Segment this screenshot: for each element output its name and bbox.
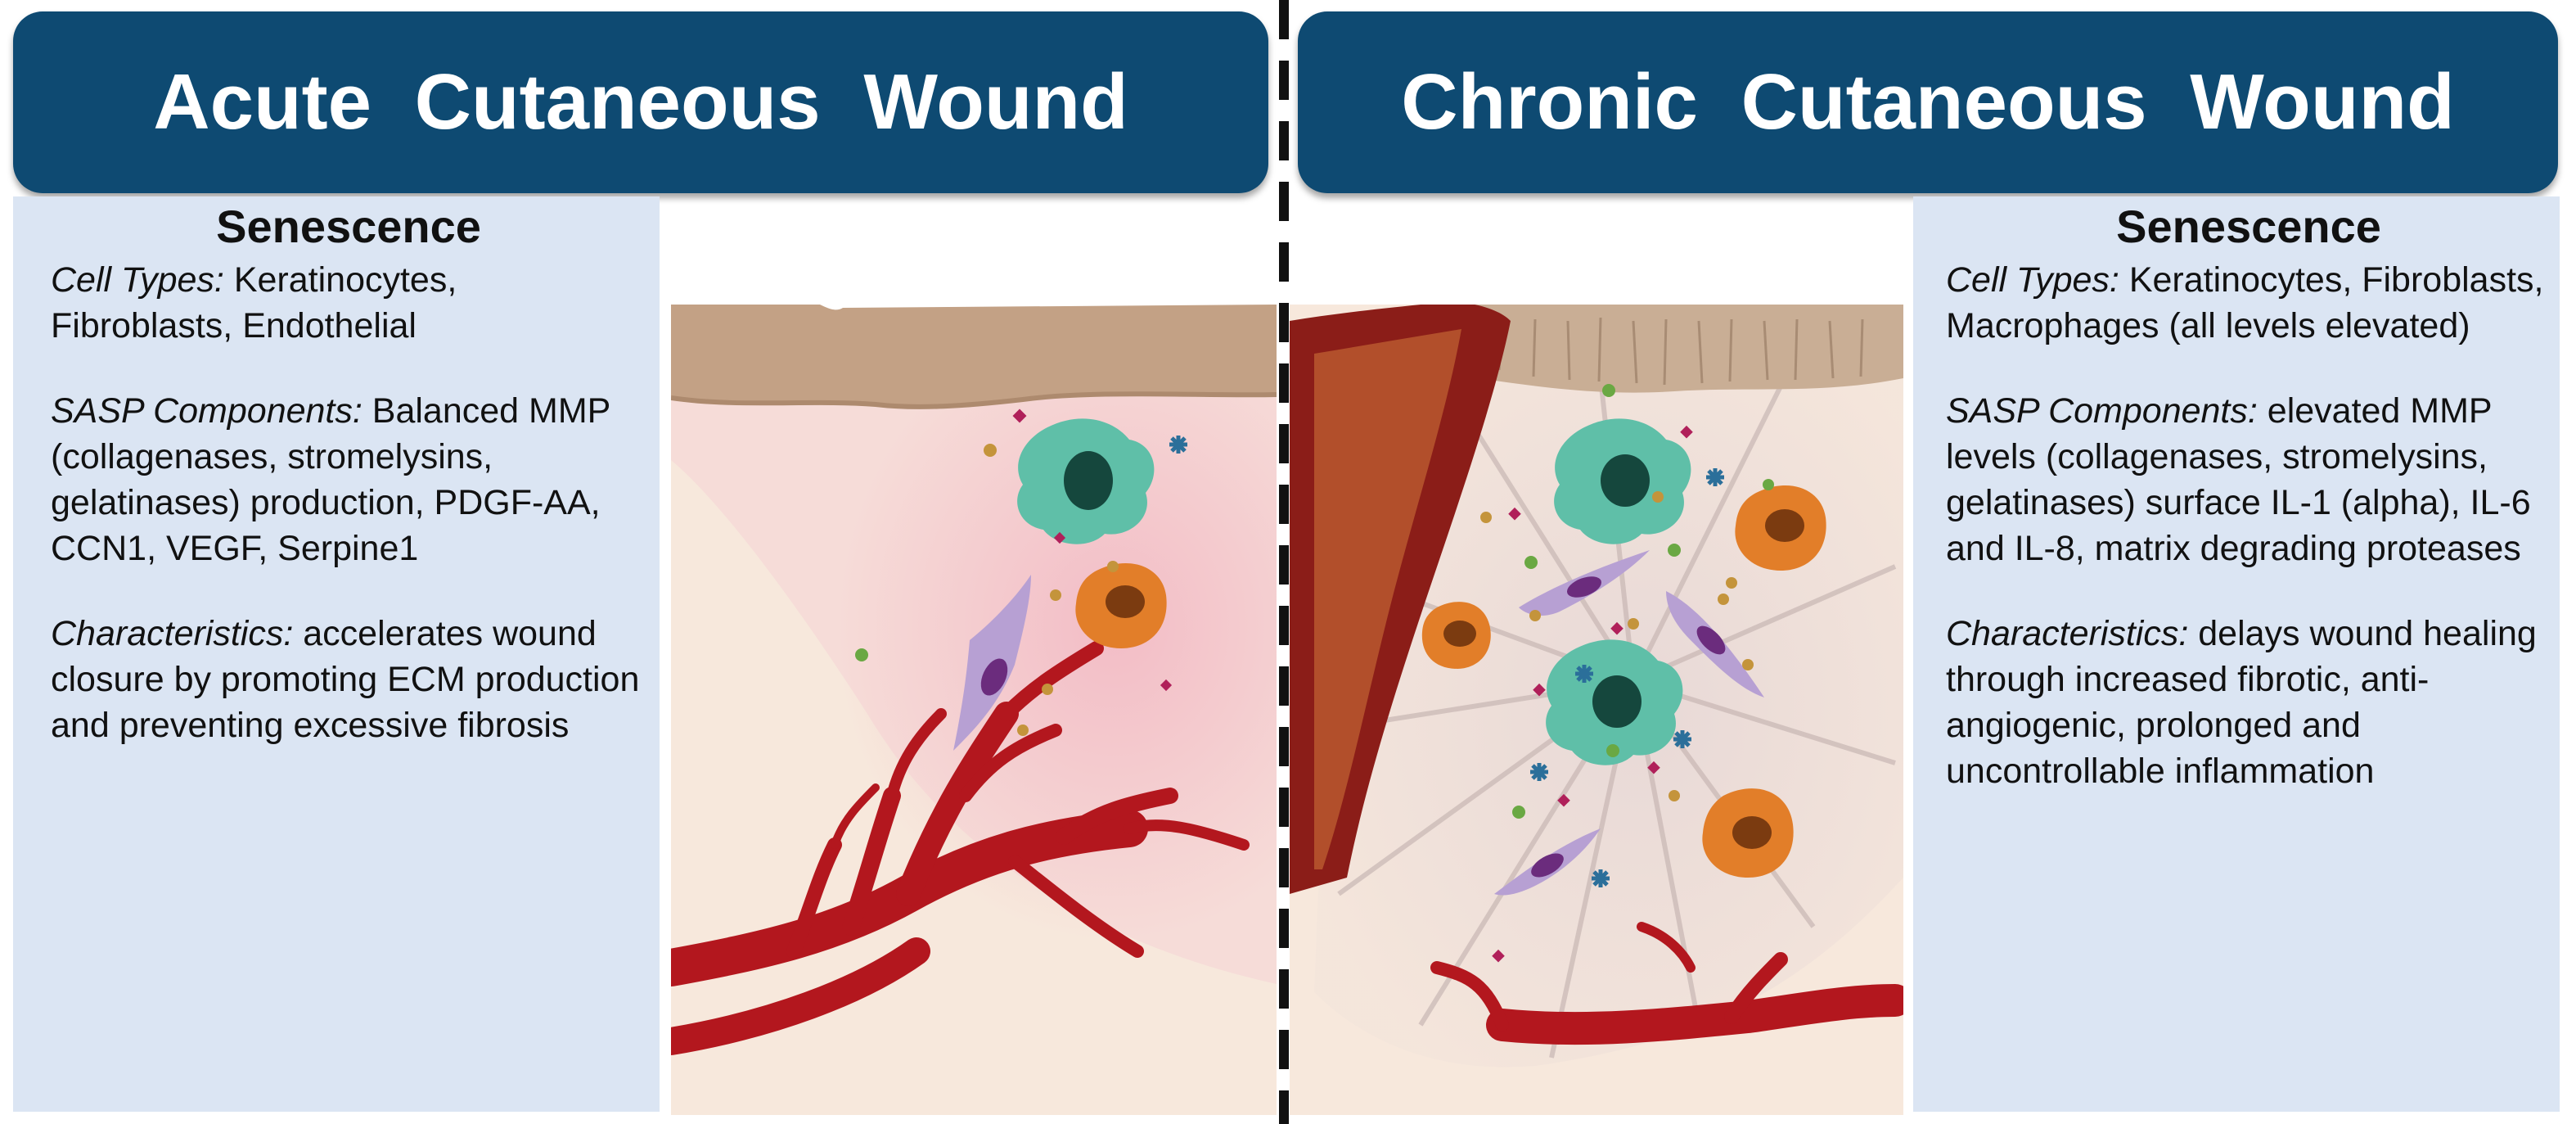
keratinocyte-cell	[1554, 418, 1691, 544]
chronic-cell-types-text: Keratinocytes, Fibroblasts, Macrophages …	[1946, 260, 2544, 345]
chronic-wound-title-banner: Chronic Cutaneous Wound	[1298, 11, 2558, 193]
chronic-epidermis	[1437, 305, 1903, 393]
acute-wound-title: Acute Cutaneous Wound	[153, 58, 1128, 146]
macrophage-cell	[1702, 788, 1794, 878]
chronic-characteristics-text: delays wound healing through increased f…	[1946, 614, 2537, 791]
chronic-sasp-components: SASP Components: elevated MMP levels (co…	[1946, 388, 2551, 571]
chronic-characteristics: Characteristics: delays wound healing th…	[1946, 611, 2551, 794]
chronic-senescence-heading: Senescence	[2116, 201, 2381, 252]
macrophage-cell	[1735, 485, 1826, 571]
acute-cell-types-label: Cell Types:	[51, 260, 224, 300]
acute-wound-title-banner: Acute Cutaneous Wound	[13, 11, 1268, 193]
acute-epidermis-edge	[671, 391, 1277, 409]
fibroblast-cell	[953, 575, 1031, 751]
chronic-cell-types-label: Cell Types:	[1946, 260, 2119, 300]
acute-cell-types: Cell Types: Keratinocytes, Fibroblasts, …	[51, 257, 646, 349]
chronic-cell-types: Cell Types: Keratinocytes, Fibroblasts, …	[1946, 257, 2551, 349]
acute-characteristics-text: accelerates wound closure by promoting E…	[51, 614, 640, 745]
chronic-wound-bed	[1314, 329, 1461, 869]
fibroblast-cell	[1666, 591, 1764, 697]
macrophage-cell	[1421, 602, 1491, 669]
acute-blood-vessel	[671, 641, 1250, 1055]
acute-epidermis	[671, 305, 1277, 407]
acute-characteristics-label: Characteristics:	[51, 614, 294, 653]
fibroblast-cell	[1494, 828, 1601, 896]
chronic-blood-vessel	[1430, 922, 1903, 1045]
chronic-wound-illustration	[1290, 305, 1903, 1115]
acute-senescence-heading: Senescence	[216, 201, 481, 252]
sasp-particles	[855, 409, 1187, 736]
chronic-sasp-text: elevated MMP levels (collagenases, strom…	[1946, 391, 2531, 568]
sasp-particles	[1480, 384, 1774, 963]
acute-sasp-text: Balanced MMP (collagenases, stromelysins…	[51, 391, 610, 568]
fibroblast-cell	[1519, 550, 1650, 616]
chronic-wound-title: Chronic Cutaneous Wound	[1401, 58, 2455, 146]
chronic-characteristics-label: Characteristics:	[1946, 614, 2189, 653]
acute-sasp-label: SASP Components:	[51, 391, 363, 431]
macrophage-cell	[1075, 563, 1167, 648]
chronic-senescence-panel: Senescence Cell Types: Keratinocytes, Fi…	[1913, 196, 2560, 1112]
dashed-divider	[1279, 0, 1289, 1124]
acute-characteristics: Characteristics: accelerates wound closu…	[51, 611, 646, 748]
acute-wound-illustration	[671, 305, 1277, 1115]
acute-senescence-panel: Senescence Cell Types: Keratinocytes, Fi…	[13, 196, 660, 1112]
acute-sasp-components: SASP Components: Balanced MMP (collagena…	[51, 388, 646, 571]
keratinocyte-cell	[1017, 418, 1155, 544]
acute-cell-types-text: Keratinocytes, Fibroblasts, Endothelial	[51, 260, 457, 345]
chronic-sasp-label: SASP Components:	[1946, 391, 2258, 431]
